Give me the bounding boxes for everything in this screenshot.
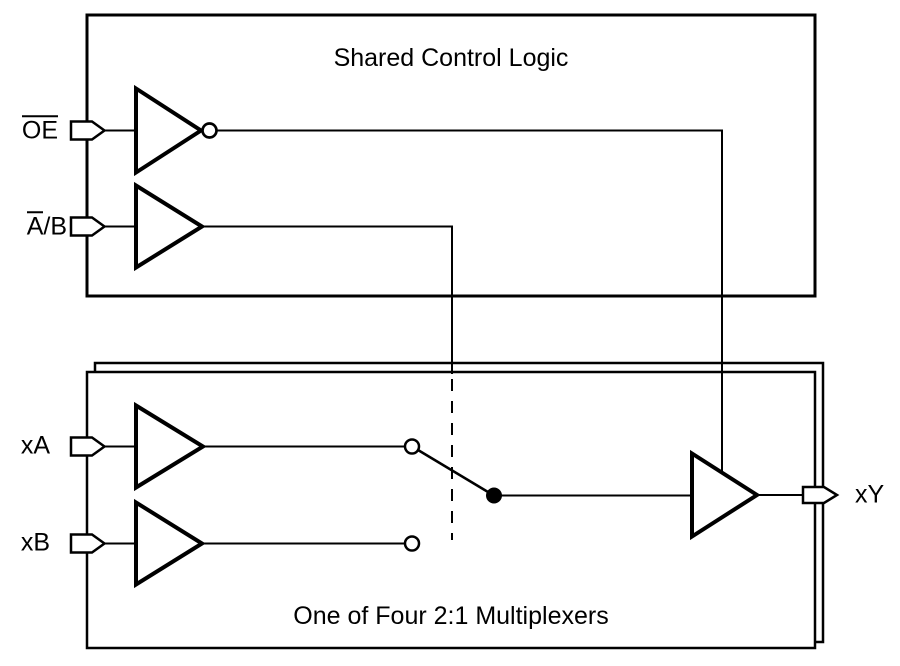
select-wire bbox=[202, 225, 453, 374]
switch-pole-dot-icon bbox=[486, 487, 502, 504]
select-input-pin-icon bbox=[69, 216, 107, 237]
oe-input-pin-icon bbox=[69, 120, 107, 141]
xy-output-pin-icon bbox=[801, 485, 840, 505]
switch-contact-a-icon bbox=[403, 438, 421, 455]
select-overlined-text: A bbox=[26, 211, 44, 241]
mux-box-title: One of Four 2:1 Multiplexers bbox=[293, 602, 609, 630]
oe-enable-wire bbox=[216, 129, 723, 472]
inverter-bubble-icon bbox=[201, 122, 218, 139]
port-label-oe: OE bbox=[0, 115, 58, 145]
xb-buffer-triangle-icon bbox=[134, 498, 206, 589]
output-buffer-triangle-icon bbox=[690, 449, 761, 541]
port-label-select: A/B bbox=[0, 211, 67, 241]
output-buffer-path bbox=[690, 449, 840, 541]
port-label-xb: xB bbox=[20, 528, 50, 557]
switch-contact-b-icon bbox=[403, 535, 421, 552]
xb-input-pin-icon bbox=[69, 533, 107, 554]
select-buffer-path bbox=[69, 181, 453, 540]
xa-input-pin-icon bbox=[69, 436, 107, 457]
port-label-xa: xA bbox=[20, 431, 50, 460]
oe-overlined-text: OE bbox=[21, 115, 58, 145]
select-rest-text: /B bbox=[43, 212, 67, 241]
switch-lever-icon bbox=[417, 448, 489, 494]
oe-inverter-path bbox=[69, 84, 723, 472]
xa-buffer-triangle-icon bbox=[134, 401, 207, 492]
select-buffer-triangle-icon bbox=[134, 181, 206, 272]
shared-control-logic-title: Shared Control Logic bbox=[333, 44, 569, 72]
mux-switch bbox=[417, 448, 692, 504]
port-label-xy: xY bbox=[855, 480, 885, 509]
xb-input-path bbox=[69, 498, 421, 589]
xa-input-path bbox=[69, 401, 421, 492]
oe-inverter-triangle-icon bbox=[134, 84, 205, 177]
